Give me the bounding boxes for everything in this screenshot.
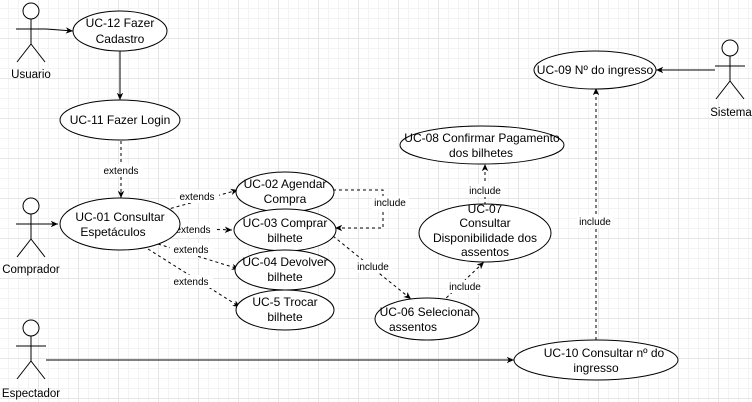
actor-sistema[interactable]: Sistema bbox=[710, 39, 752, 119]
svg-text:Espectador: Espectador bbox=[2, 388, 60, 400]
label-uc06-uc07: include bbox=[447, 280, 484, 293]
edge-uc06-uc07[interactable] bbox=[441, 261, 485, 303]
use-case-uc08[interactable]: UC-08 Confirmar Pagamento dos bilhetes bbox=[399, 125, 565, 165]
svg-text:UC-06 Selecionar: UC-06 Selecionar bbox=[380, 305, 475, 319]
svg-text:assentos: assentos bbox=[461, 245, 509, 259]
svg-text:UC-5 Trocar: UC-5 Trocar bbox=[252, 295, 317, 309]
svg-text:UC-01 Consultar: UC-01 Consultar bbox=[75, 210, 164, 224]
svg-text:extends: extends bbox=[179, 192, 214, 203]
use-case-uc09[interactable]: UC-09 Nº do ingresso bbox=[533, 50, 657, 90]
svg-text:UC-04 Devolver: UC-04 Devolver bbox=[242, 255, 327, 269]
svg-text:include: include bbox=[357, 262, 389, 273]
use-case-uc01[interactable]: UC-01 Consultar Espetáculos bbox=[59, 197, 181, 251]
svg-text:UC-03 Comprar: UC-03 Comprar bbox=[243, 216, 328, 230]
svg-text:UC-09 Nº do ingresso: UC-09 Nº do ingresso bbox=[537, 63, 654, 77]
actor-usuario[interactable]: Usuario bbox=[11, 2, 51, 81]
use-case-uc11[interactable]: UC-11 Fazer Login bbox=[59, 99, 181, 141]
svg-text:Comprador: Comprador bbox=[2, 264, 60, 276]
actor-comprador[interactable]: Comprador bbox=[2, 197, 60, 276]
use-case-uc12[interactable]: UC-12 Fazer Cadastro bbox=[72, 10, 168, 52]
label-uc02-uc03: include bbox=[372, 196, 409, 209]
label-uc01-uc02: extends bbox=[176, 190, 219, 203]
use-case-uc10[interactable]: UC-10 Consultar nº do ingresso bbox=[513, 339, 679, 381]
use-case-uc07[interactable]: UC-07 Consultar Disponibilidade dos asse… bbox=[418, 202, 552, 263]
label-uc10-uc09: include bbox=[577, 215, 614, 228]
svg-text:extends: extends bbox=[103, 166, 138, 177]
svg-text:UC-08 Confirmar Pagamento: UC-08 Confirmar Pagamento bbox=[404, 131, 560, 145]
svg-text:UC-10 Consultar nº do: UC-10 Consultar nº do bbox=[544, 346, 665, 360]
label-uc07-uc08: include bbox=[467, 184, 504, 197]
svg-text:Sistema: Sistema bbox=[710, 107, 752, 119]
label-uc01-uc03: extends bbox=[172, 223, 215, 236]
svg-text:Espetáculos: Espetáculos bbox=[80, 225, 145, 239]
svg-text:include: include bbox=[449, 282, 481, 293]
use-case-uc04[interactable]: UC-04 Devolver bilhete bbox=[234, 249, 336, 291]
label-uc11-uc01: extends bbox=[100, 164, 143, 177]
edge-usuario-uc12[interactable] bbox=[45, 27, 74, 34]
label-uc01-uc04: extends bbox=[170, 243, 213, 256]
svg-text:extends: extends bbox=[173, 277, 208, 288]
svg-text:extends: extends bbox=[175, 225, 210, 236]
label-uc03-uc06: include bbox=[355, 260, 392, 273]
use-case-uc06[interactable]: UC-06 Selecionar assentos bbox=[374, 297, 480, 341]
svg-text:UC-12 Fazer: UC-12 Fazer bbox=[86, 16, 155, 30]
actor-espectador[interactable]: Espectador bbox=[2, 319, 60, 400]
stick-figure-icon bbox=[715, 39, 745, 100]
stick-figure-icon bbox=[16, 197, 46, 258]
svg-text:UC-07: UC-07 bbox=[468, 202, 503, 216]
svg-text:bilhete: bilhete bbox=[267, 270, 303, 284]
use-cases: UC-12 Fazer Cadastro UC-11 Fazer Login U… bbox=[59, 10, 679, 381]
use-case-uc05[interactable]: UC-5 Trocar bilhete bbox=[235, 289, 335, 331]
svg-text:include: include bbox=[579, 217, 611, 228]
svg-text:include: include bbox=[469, 186, 501, 197]
svg-text:extends: extends bbox=[173, 245, 208, 256]
svg-text:Cadastro: Cadastro bbox=[96, 32, 145, 46]
svg-text:dos bilhetes: dos bilhetes bbox=[449, 146, 513, 160]
svg-text:bilhete: bilhete bbox=[267, 231, 303, 245]
svg-text:ingresso: ingresso bbox=[573, 361, 619, 375]
svg-text:UC-02 Agendar: UC-02 Agendar bbox=[244, 177, 327, 191]
svg-text:bilhete: bilhete bbox=[267, 310, 303, 324]
relation-labels: extends extends extends extends extends … bbox=[100, 164, 614, 293]
svg-text:Compra: Compra bbox=[264, 192, 307, 206]
stick-figure-icon bbox=[16, 319, 46, 380]
use-case-uc03[interactable]: UC-03 Comprar bilhete bbox=[233, 208, 337, 252]
label-uc01-uc05: extends bbox=[170, 275, 213, 288]
svg-text:Consultar: Consultar bbox=[459, 216, 510, 230]
svg-text:Usuario: Usuario bbox=[11, 69, 51, 81]
stick-figure-icon bbox=[16, 2, 46, 63]
use-case-uc02[interactable]: UC-02 Agendar Compra bbox=[235, 171, 335, 213]
svg-text:UC-11 Fazer Login: UC-11 Fazer Login bbox=[70, 113, 171, 127]
svg-text:assentos: assentos bbox=[389, 320, 437, 334]
svg-text:Disponibilidade dos: Disponibilidade dos bbox=[433, 231, 537, 245]
svg-text:include: include bbox=[374, 198, 406, 209]
